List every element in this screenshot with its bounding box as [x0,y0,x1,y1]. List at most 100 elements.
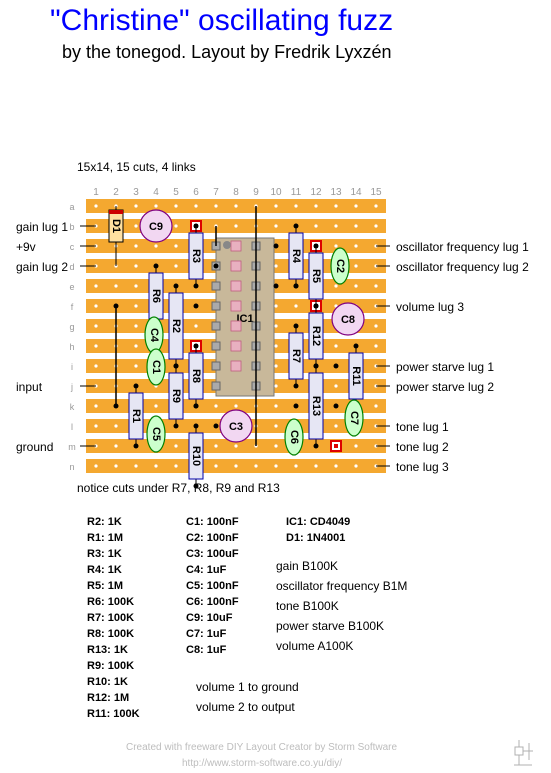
solder-point [133,383,139,389]
label-power-starve-lug-1: power starve lug 1 [396,360,495,374]
strip-hole [134,244,138,248]
bom-item: C1: 100nF [186,516,239,528]
capacitor-c3 [219,409,253,443]
footer-url[interactable]: http://www.storm-software.co.yu/diy/ [182,758,343,769]
resistor-body [308,372,324,440]
page-title: "Christine" oscillating fuzz [50,4,394,37]
label-volume-lug-3: volume lug 3 [396,300,465,314]
column-number: 5 [173,187,179,198]
solder-point [213,423,219,429]
solder-point [273,243,279,249]
resistor-label: R8 [190,369,202,383]
strip-hole [334,464,338,468]
capacitor-c1-label: C1 [150,360,162,374]
strip-hole [174,464,178,468]
column-number: 11 [291,187,302,198]
strip-hole [94,364,98,368]
resistor-label: R6 [150,289,162,303]
strip-hole [374,224,378,228]
strip-hole [374,344,378,348]
strip-hole [94,404,98,408]
solder-point [193,343,199,349]
semiconductor-list: IC1: CD4049 D1: 1N4001 [286,515,350,547]
column-number: 8 [233,187,239,198]
strip-hole [354,444,358,448]
bom-item: C7: 1uF [186,628,227,640]
strip-cut [230,260,242,272]
bom-item: R9: 100K [87,660,135,672]
resistor-body [288,232,304,280]
row-letter: i [71,362,73,372]
ic-pin [211,301,221,311]
strip-cut [230,360,242,372]
bom-item: R11: 100K [87,708,140,720]
strip-hole [274,464,278,468]
resistor-label: R13 [310,396,322,416]
capacitor-c2 [330,247,350,285]
column-number: 3 [133,187,139,198]
strip-cut [334,444,338,448]
solder-point [193,223,199,229]
strip-hole [274,364,278,368]
strip-hole [194,204,198,208]
ic-pin [211,281,221,291]
bom-item: C3: 100uF [186,548,239,560]
strip-hole [114,464,118,468]
strip-cut [230,240,242,252]
strip-hole [354,264,358,268]
solder-point [193,283,199,289]
strip-hole [154,204,158,208]
solder-point [173,283,179,289]
resistor-body [188,352,204,400]
strip-hole [354,464,358,468]
board-info: 15x14, 15 cuts, 4 links [77,160,196,174]
row-letter: k [70,402,75,412]
volume-1-note: volume 1 to ground [196,680,299,694]
strip-hole [174,264,178,268]
strip-hole [194,324,198,328]
resistor-body [308,252,324,300]
strip-hole [154,404,158,408]
solder-point [333,363,339,369]
strip-hole [94,304,98,308]
resistor-body [128,392,144,440]
strip-hole [114,444,118,448]
resistor-body [348,352,364,400]
strip-hole [94,464,98,468]
label-tone-lug-2: tone lug 2 [396,440,449,454]
solder-point [313,303,319,309]
bom-item: C2: 100nF [186,532,239,544]
strip-hole [314,224,318,228]
resistor-label: R1 [130,409,142,423]
resistor-body [188,432,204,480]
pot-list: gain B100K oscillator frequency B1M tone… [276,559,407,659]
strip-hole [114,424,118,428]
strip-hole [214,464,218,468]
strip-hole [274,324,278,328]
column-number: 1 [93,187,99,198]
strip-hole [114,284,118,288]
ic-pin [211,321,221,331]
strip-hole [274,444,278,448]
bom-item: oscillator frequency B1M [276,579,408,593]
solder-point [153,263,159,269]
strip-hole [354,284,358,288]
strip-hole [254,464,258,468]
strip-hole [94,344,98,348]
strip-hole [134,324,138,328]
row-letter: d [69,262,74,272]
solder-point [293,383,299,389]
ic1-body [215,237,275,397]
strip-hole [314,464,318,468]
label-osc-lug-1: oscillator frequency lug 1 [396,240,529,254]
capacitor-c4-label: C4 [148,328,160,343]
strip-hole [334,344,338,348]
bom-item: R1: 1M [87,532,124,544]
strip-hole [294,304,298,308]
bom-item: IC1: CD4049 [286,516,351,528]
solder-point [293,323,299,329]
strip-hole [134,464,138,468]
bom-item: R12: 1M [87,692,130,704]
solder-point [293,403,299,409]
